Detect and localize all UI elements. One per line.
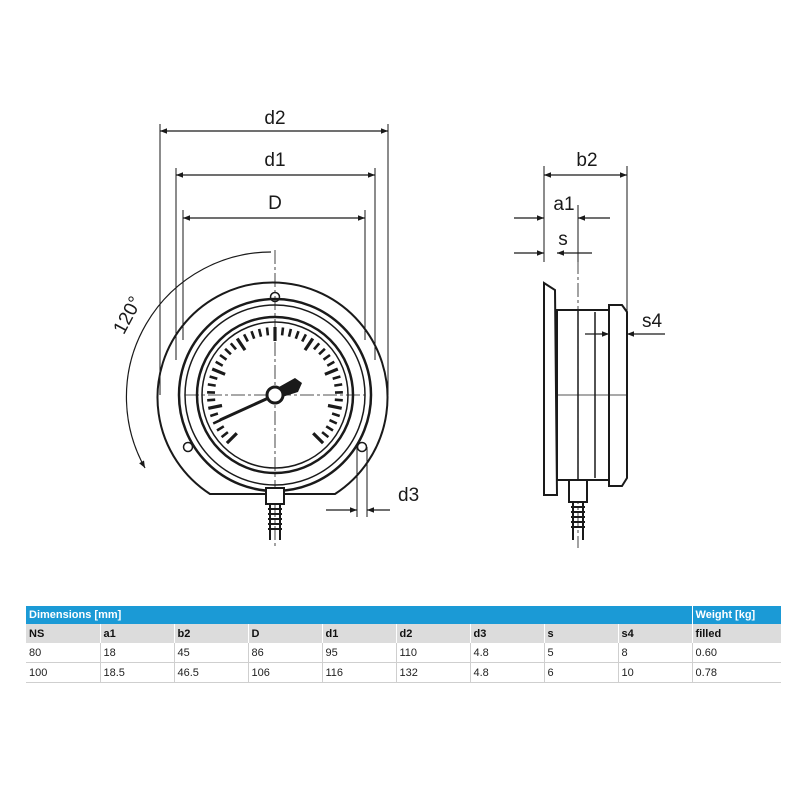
table-cell: 46.5 (174, 662, 249, 683)
scale-tick (280, 327, 285, 336)
scale-tick (321, 431, 330, 439)
process-connection (265, 487, 285, 540)
scale-tick (211, 367, 226, 376)
scale-tick (326, 360, 335, 367)
mounting-hole-right (356, 441, 368, 453)
scale-tick (331, 412, 341, 418)
dimensions-header: Dimensions [mm] (26, 606, 693, 624)
table-cell: 80 (26, 643, 101, 663)
scale-tick (225, 432, 238, 445)
D-label: D (268, 193, 282, 214)
d1-label: d1 (264, 150, 285, 171)
dimensions-table: Dimensions [mm] Weight [kg] NS a1 b2 D d… (26, 606, 782, 683)
scale-tick (334, 398, 343, 402)
scale-tick (303, 337, 315, 351)
scale-tick (209, 412, 219, 418)
scale-tick (209, 375, 218, 380)
scale-tick (334, 383, 343, 387)
scale-tick (332, 375, 341, 380)
scale-tick (229, 342, 237, 351)
scale-tick (328, 418, 338, 425)
table-row: 100 18.5 46.5 106 116 132 4.8 6 10 0.78 (26, 662, 782, 683)
scale-tick (265, 327, 270, 336)
scale-tick (224, 347, 232, 356)
table-cell: 8 (618, 643, 693, 663)
table-cell: 100 (26, 662, 101, 683)
scale-tick (235, 337, 247, 351)
table-cell: 6 (544, 662, 619, 683)
side-bezel (608, 304, 628, 487)
column-header: s (544, 624, 619, 643)
column-header: NS (26, 624, 101, 643)
scale-tick (322, 353, 331, 361)
table-group-header-row: Dimensions [mm] Weight [kg] (26, 606, 782, 624)
d2-label: d2 (264, 108, 285, 129)
mounting-hole-left (182, 441, 194, 453)
side-flange (543, 281, 559, 496)
table-cell: 4.8 (470, 643, 545, 663)
column-header: s4 (618, 624, 693, 643)
table-cell: 86 (248, 643, 323, 663)
table-cell: 45 (174, 643, 249, 663)
mounting-flange (156, 281, 389, 495)
s4-label: s4 (642, 311, 663, 332)
scale-tick (257, 328, 263, 338)
table-cell: 10 (618, 662, 693, 683)
s-label: s (558, 229, 568, 250)
side-process-connection (568, 479, 588, 540)
scale-tick (287, 328, 293, 338)
scale-tick (324, 367, 339, 376)
scale-tick (216, 425, 225, 432)
technical-drawing: d2 d1 D 120° d3 (110, 108, 665, 548)
table-cell: 116 (322, 662, 397, 683)
scale-tick (242, 333, 249, 343)
front-view (125, 124, 390, 548)
scale-tick (313, 342, 321, 351)
a1-label: a1 (553, 194, 574, 215)
table-column-header-row: NS a1 b2 D d1 d2 d3 s s4 filled (26, 624, 782, 643)
extension-lines (159, 124, 389, 395)
scale-tick (207, 383, 216, 387)
table-cell: 95 (322, 643, 397, 663)
dial-scale (207, 327, 343, 445)
scale-tick (294, 330, 300, 340)
column-header: filled (692, 624, 782, 643)
scale-tick (318, 347, 326, 356)
angle-dimension-arc (125, 251, 272, 469)
scale-tick (219, 353, 228, 361)
scale-tick (327, 403, 343, 410)
column-header: d3 (470, 624, 545, 643)
scale-tick (215, 360, 224, 367)
scale-tick (250, 330, 256, 340)
weight-header: Weight [kg] (691, 606, 782, 624)
b2-label: b2 (576, 150, 597, 171)
table-row: 80 18 45 86 95 110 4.8 5 8 0.60 (26, 643, 782, 663)
table-cell: 18 (100, 643, 175, 663)
table-cell: 4.8 (470, 662, 545, 683)
scale-tick (325, 425, 334, 432)
table-cell: 110 (396, 643, 471, 663)
side-view (514, 166, 665, 548)
table-cell: 0.60 (692, 643, 782, 663)
scale-tick (207, 403, 223, 410)
angle-label: 120° (110, 293, 147, 338)
scale-tick (207, 398, 216, 402)
column-header: D (248, 624, 323, 643)
column-header: b2 (174, 624, 249, 643)
scale-tick (212, 418, 222, 425)
column-header: a1 (100, 624, 175, 643)
scale-tick (220, 431, 229, 439)
scale-tick (301, 333, 308, 343)
column-header: d2 (396, 624, 471, 643)
d3-label: d3 (398, 485, 419, 506)
column-header: d1 (322, 624, 397, 643)
table-cell: 18.5 (100, 662, 175, 683)
table-cell: 5 (544, 643, 619, 663)
table-cell: 106 (248, 662, 323, 683)
scale-tick (312, 432, 325, 445)
pointer (219, 378, 302, 422)
table-cell: 132 (396, 662, 471, 683)
table-cell: 0.78 (692, 662, 782, 683)
d3-dimension (326, 447, 390, 517)
